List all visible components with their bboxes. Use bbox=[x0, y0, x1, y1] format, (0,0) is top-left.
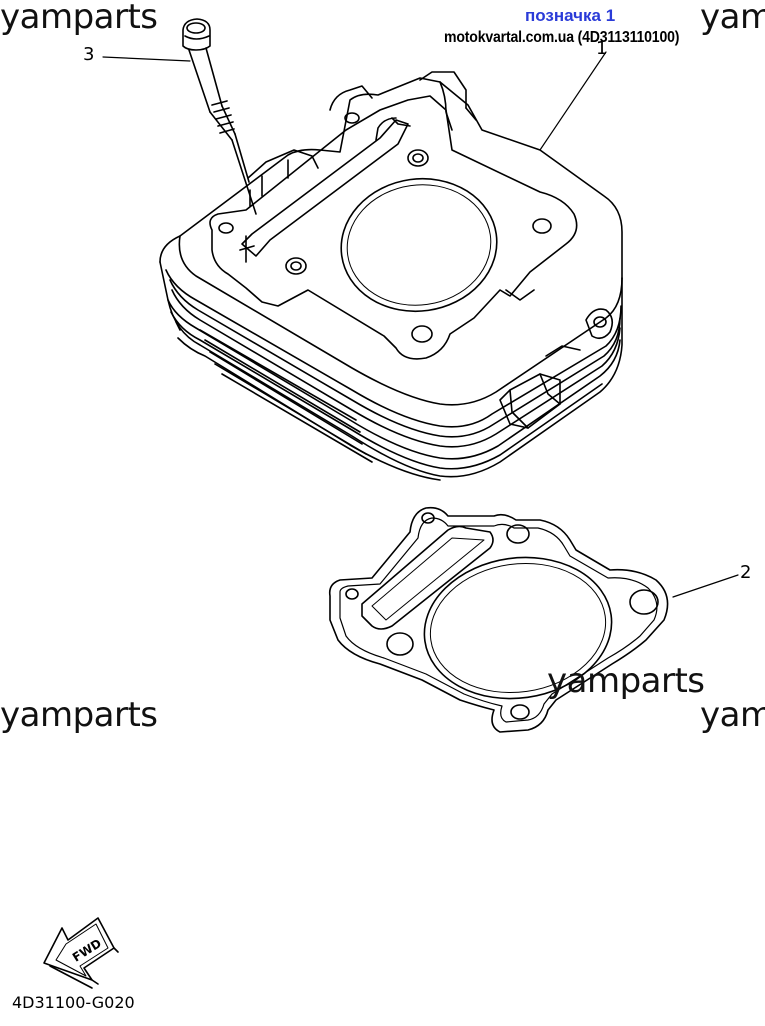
leader-lines bbox=[102, 51, 739, 598]
watermark: yamparts bbox=[700, 0, 765, 37]
position-label: позначка 1 bbox=[525, 6, 616, 25]
watermark: yamparts bbox=[700, 695, 765, 735]
diagram-code: 4D31100-G020 bbox=[12, 993, 135, 1012]
cylinder-part-1 bbox=[159, 71, 623, 481]
gasket-part-2 bbox=[328, 506, 669, 733]
fwd-arrow: FWD bbox=[43, 917, 119, 989]
site-and-part-number: motokvartal.com.ua (4D3113110100) bbox=[444, 29, 679, 47]
watermark: yamparts bbox=[547, 661, 705, 701]
part-number: (4D3113110100) bbox=[577, 29, 680, 46]
callout-1[interactable]: 1 bbox=[596, 38, 608, 59]
watermark: yamparts bbox=[0, 0, 158, 37]
callout-2[interactable]: 2 bbox=[740, 562, 752, 583]
site-name[interactable]: motokvartal.com.ua bbox=[444, 29, 574, 46]
callout-3[interactable]: 3 bbox=[83, 44, 95, 65]
bolt-part-3 bbox=[182, 18, 257, 215]
watermark: yamparts bbox=[0, 695, 158, 735]
